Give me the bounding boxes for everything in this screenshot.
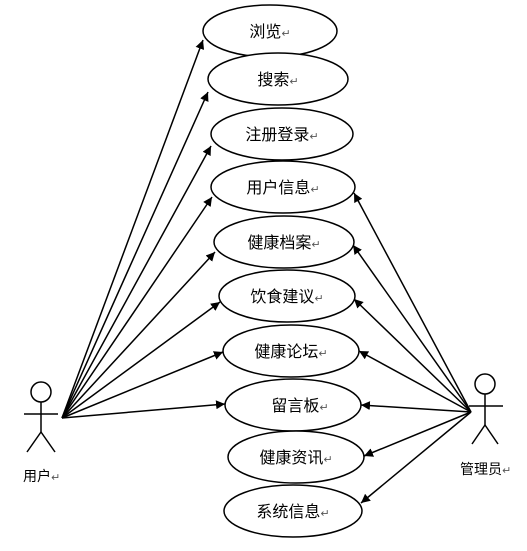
arrow-admin-to-user-info [353, 192, 472, 413]
use-case-health-news: 健康资讯↵ [227, 430, 365, 484]
use-case-label: 健康资讯 [259, 448, 323, 467]
use-case-user-info: 用户信息↵ [210, 160, 356, 214]
use-case-label: 注册登录 [245, 125, 309, 144]
svg-text:注册登录↵: 注册登录↵ [245, 125, 318, 144]
use-case-diet-advice: 饮食建议↵ [218, 269, 356, 323]
arrow-user-to-search [61, 91, 209, 419]
svg-text:浏览↵: 浏览↵ [249, 22, 290, 41]
arrow-user-to-health-forum [61, 351, 224, 419]
arrow-admin-to-diet-advice [353, 298, 472, 413]
use-case-health-forum: 健康论坛↵ [222, 324, 360, 378]
use-case-browse: 浏览↵ [202, 4, 338, 58]
use-case-label: 用户信息 [246, 178, 310, 197]
arrow-user-to-message-board [61, 400, 226, 419]
arrow-admin-to-system-info [360, 411, 472, 504]
arrow-admin-to-message-board [360, 401, 472, 413]
svg-text:饮食建议↵: 饮食建议↵ [250, 287, 323, 306]
svg-text:系统信息↵: 系统信息↵ [256, 502, 329, 521]
use-case-register: 注册登录↵ [210, 107, 354, 161]
use-case-label: 浏览 [249, 22, 281, 41]
use-case-label: 留言板 [271, 396, 319, 415]
arrow-user-to-diet-advice [61, 301, 221, 419]
svg-text:搜索↵: 搜索↵ [257, 70, 298, 89]
use-case-label: 健康档案 [247, 233, 311, 252]
svg-text:健康档案↵: 健康档案↵ [247, 233, 320, 252]
use-case-label: 饮食建议 [250, 287, 314, 306]
arrow-user-to-health-record [61, 251, 216, 419]
actor-user [24, 381, 58, 453]
use-case-label: 健康论坛 [254, 342, 318, 361]
arrow-user-to-register [61, 145, 212, 419]
arrow-admin-to-health-record [352, 244, 472, 413]
use-case-search: 搜索↵ [207, 52, 349, 106]
actor-admin-label: 管理员↵ [460, 462, 511, 478]
actor-head-icon [474, 373, 496, 395]
arrow-user-to-user-info [61, 196, 213, 419]
arrow-admin-to-health-forum [358, 350, 472, 413]
use-case-label: 搜索 [257, 70, 289, 89]
use-case-health-record: 健康档案↵ [213, 215, 355, 269]
actor-admin [469, 373, 503, 445]
arrow-user-to-browse [61, 39, 205, 419]
association-lines [61, 39, 472, 504]
use-case-label: 系统信息 [256, 502, 320, 521]
actor-user-label: 用户↵ [23, 468, 60, 485]
svg-text:健康资讯↵: 健康资讯↵ [259, 448, 332, 467]
svg-text:用户信息↵: 用户信息↵ [246, 178, 319, 197]
use-case-message-board: 留言板↵ [224, 378, 362, 432]
arrow-admin-to-health-news [363, 411, 472, 457]
svg-text:健康论坛↵: 健康论坛↵ [254, 342, 327, 361]
svg-text:留言板↵: 留言板↵ [271, 396, 328, 415]
use-case-system-info: 系统信息↵ [223, 484, 363, 538]
actor-head-icon [30, 381, 52, 403]
